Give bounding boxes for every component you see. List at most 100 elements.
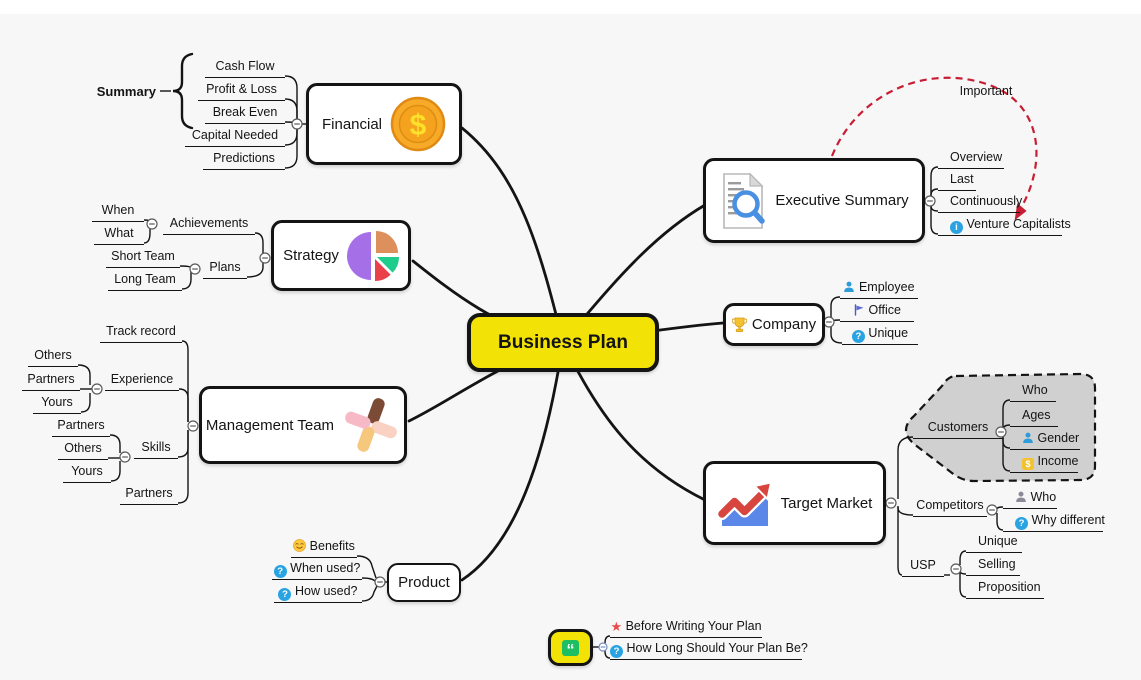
collapse-handle[interactable]	[119, 451, 131, 463]
collapse-handle[interactable]	[146, 218, 158, 230]
topic-company-label: Company	[751, 316, 817, 333]
person-icon	[844, 281, 855, 292]
subtopic-capital-needed[interactable]: Capital Needed	[185, 128, 285, 147]
subtopic-usp-selling[interactable]: Selling	[966, 557, 1020, 576]
trophy-icon	[731, 317, 747, 332]
relationship-arrow[interactable]	[830, 76, 1038, 221]
subtopic-unique[interactable]: ? Unique	[842, 326, 918, 345]
top-strip	[0, 0, 1141, 14]
question-icon: ?	[278, 588, 292, 601]
summary-label[interactable]: Summary	[96, 84, 156, 99]
collapse-handle[interactable]	[950, 563, 962, 575]
subtopic-exp-yours[interactable]: Yours	[33, 395, 81, 414]
collapse-handle[interactable]	[986, 504, 998, 516]
collapse-handle[interactable]	[189, 263, 201, 275]
subtopic-cust-gender[interactable]: Gender	[1010, 431, 1080, 450]
subtopic-cash-flow[interactable]: Cash Flow	[205, 59, 285, 78]
subtopic-before-writing-label: Before Writing Your Plan	[625, 619, 762, 633]
collapse-handle[interactable]	[187, 420, 199, 432]
subtopic-how-long[interactable]: ? How Long Should Your Plan Be?	[610, 641, 808, 660]
floating-topic[interactable]: “	[548, 629, 593, 666]
smiley-icon	[293, 539, 307, 552]
subtopic-break-even[interactable]: Break Even	[205, 105, 285, 124]
subtopic-customers[interactable]: Customers	[913, 420, 1003, 439]
subtopic-profit-loss[interactable]: Profit & Loss	[198, 82, 285, 101]
subtopic-skill-partners[interactable]: Partners	[52, 418, 110, 437]
subtopic-continuously[interactable]: Continuously	[938, 194, 1022, 213]
subtopic-plans[interactable]: Plans	[203, 260, 247, 279]
subtopic-long-team[interactable]: Long Team	[108, 272, 182, 291]
subtopic-skill-yours[interactable]: Yours	[63, 464, 111, 483]
subtopic-how-used[interactable]: ? How used?	[274, 584, 362, 603]
subtopic-why-different-label: Why different	[1031, 513, 1105, 527]
collapse-handle[interactable]	[924, 195, 936, 207]
collapse-handle[interactable]	[823, 316, 835, 328]
subtopic-how-used-label: How used?	[294, 584, 358, 598]
topic-target-market[interactable]: Target Market	[703, 461, 886, 545]
collapse-handle[interactable]	[885, 497, 897, 509]
subtopic-achievements[interactable]: Achievements	[163, 216, 255, 235]
subtopic-what[interactable]: What	[94, 226, 144, 245]
coin-icon: $	[390, 96, 446, 152]
subtopic-venture-capitalists[interactable]: i Venture Capitalists	[938, 217, 1071, 236]
subtopic-venture-capitalists-label: Venture Capitalists	[966, 217, 1071, 231]
central-topic-business-plan[interactable]: Business Plan	[467, 313, 659, 372]
subtopic-benefits[interactable]: Benefits	[291, 539, 357, 558]
topic-target-label: Target Market	[780, 494, 873, 512]
collapse-handle[interactable]	[91, 383, 103, 395]
subtopic-predictions[interactable]: Predictions	[203, 151, 285, 170]
question-icon: ?	[273, 565, 287, 578]
subtopic-skills[interactable]: Skills	[134, 440, 178, 459]
subtopic-exp-partners[interactable]: Partners	[22, 372, 80, 391]
subtopic-unique-label: Unique	[868, 326, 909, 340]
subtopic-cust-who[interactable]: Who	[1010, 383, 1056, 402]
subtopic-usp-proposition[interactable]: Proposition	[966, 580, 1044, 599]
subtopic-when-used-label: When used?	[290, 561, 361, 575]
topic-executive-label: Executive Summary	[775, 192, 909, 209]
subtopic-usp-unique[interactable]: Unique	[966, 534, 1022, 553]
collapse-handle[interactable]	[598, 642, 608, 652]
topic-strategy[interactable]: Strategy	[271, 220, 411, 291]
topic-product[interactable]: Product	[387, 563, 461, 602]
subtopic-before-writing[interactable]: ★ Before Writing Your Plan	[610, 619, 762, 638]
topic-strategy-label: Strategy	[283, 247, 339, 264]
collapse-handle[interactable]	[291, 118, 303, 130]
subtopic-cust-ages[interactable]: Ages	[1010, 408, 1058, 427]
subtopic-cust-income-label: Income	[1037, 454, 1079, 468]
subtopic-track-record[interactable]: Track record	[100, 324, 182, 343]
subtopic-last[interactable]: Last	[938, 172, 976, 191]
summary-brace	[172, 52, 194, 130]
subtopic-cust-gender-label: Gender	[1037, 431, 1080, 445]
subtopic-employee-label: Employee	[858, 280, 915, 294]
topic-company[interactable]: Company	[723, 303, 825, 346]
collapse-handle[interactable]	[374, 576, 386, 588]
relationship-label[interactable]: Important	[959, 84, 1013, 98]
subtopic-partners[interactable]: Partners	[120, 486, 178, 505]
hands-icon	[345, 398, 397, 452]
subtopic-employee[interactable]: Employee	[840, 280, 918, 299]
topic-financial[interactable]: Financial $	[306, 83, 462, 165]
question-icon: ?	[1015, 517, 1028, 530]
star-icon: ★	[610, 619, 623, 634]
subtopic-skill-others[interactable]: Others	[58, 441, 108, 460]
topic-management-team[interactable]: Management Team	[199, 386, 407, 464]
subtopic-short-team[interactable]: Short Team	[106, 249, 180, 268]
collapse-handle[interactable]	[259, 252, 271, 264]
question-icon: ?	[610, 645, 623, 658]
subtopic-why-different[interactable]: ? Why different	[1003, 513, 1105, 532]
subtopic-comp-who[interactable]: Who	[1003, 490, 1057, 509]
subtopic-usp[interactable]: USP	[902, 558, 944, 577]
topic-executive-summary[interactable]: Executive Summary	[703, 158, 925, 243]
subtopic-office[interactable]: Office	[840, 303, 914, 322]
subtopic-when-used[interactable]: ? When used?	[272, 561, 362, 580]
subtopic-competitors[interactable]: Competitors	[913, 498, 987, 517]
subtopic-cust-income[interactable]: $ Income	[1010, 454, 1078, 473]
collapse-handle[interactable]	[995, 426, 1007, 438]
subtopic-overview[interactable]: Overview	[938, 150, 1004, 169]
subtopic-exp-others[interactable]: Others	[28, 348, 78, 367]
subtopic-experience[interactable]: Experience	[105, 372, 179, 391]
subtopic-when[interactable]: When	[92, 203, 144, 222]
person-icon	[1016, 491, 1026, 502]
flag-icon	[854, 304, 864, 316]
